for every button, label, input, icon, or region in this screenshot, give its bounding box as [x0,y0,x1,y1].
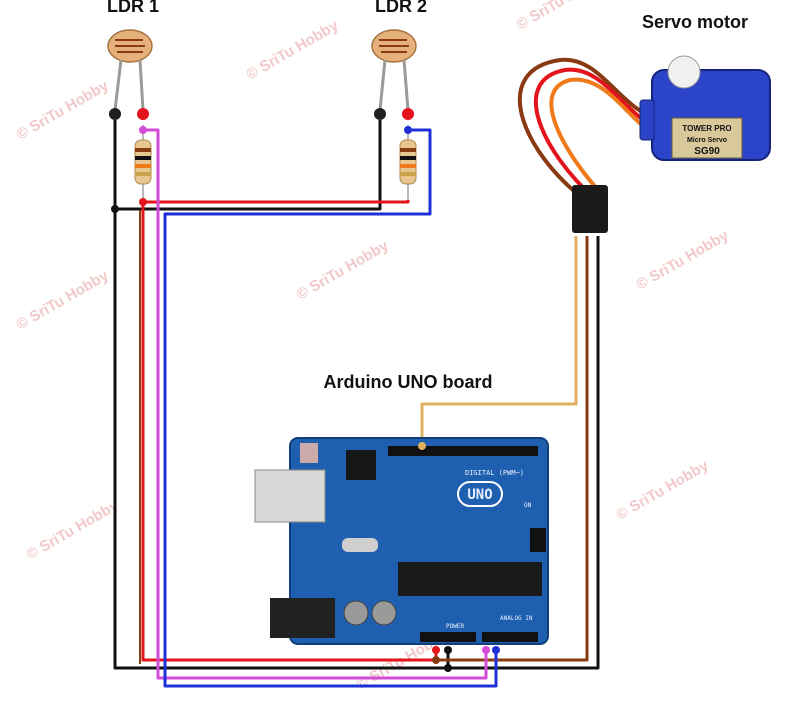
watermark-text: © SriTu Hobby [24,497,123,564]
wire-gnd-ldr2 [115,120,382,211]
ldr-1-label: LDR 1 [107,0,159,16]
analog-header [482,632,538,642]
digital-header [388,446,538,456]
capacitor-1 [343,600,369,626]
wires [113,120,600,688]
ldr-2-vcc-pin [402,108,414,120]
atmega-chip [398,562,542,596]
wire-gnd-servo [448,236,600,670]
on-label: ON [524,502,532,509]
servo-horn [667,55,701,89]
wire-5v [141,200,438,662]
reset-button [300,443,318,463]
watermark-text: © SriTu Hobby [244,17,343,84]
ldr-2-sensor [371,29,417,111]
wire-signal [420,236,578,446]
watermark-text: © SriTu Hobby [14,267,113,334]
uno-logo: UNO [467,487,492,503]
power-header [420,632,476,642]
pin-5v [432,646,440,654]
crystal [342,538,378,552]
ldr-2-resistor [399,125,417,200]
watermark-text: © SriTu Hobby [614,457,713,524]
servo-model-line: Micro Servo [687,137,727,144]
ldr-2 [371,29,417,200]
ldr-2-label: LDR 2 [375,0,427,16]
icsp-header [346,450,376,480]
ldr-2-gnd-pin [374,108,386,120]
pin-d9 [418,442,426,450]
servo-connector [572,185,608,233]
power-label: POWER [446,623,464,630]
wire-a0 [143,128,488,680]
pin-gnd [444,646,452,654]
junctions [111,126,452,672]
watermark-text: © SriTu Hobby [14,77,113,144]
ldr-1-resistor [134,125,152,200]
wire-5v-ldr2 [143,200,410,204]
servo-label: Servo motor [642,12,748,32]
watermark-text: © SriTu Hobby [634,227,733,294]
analog-label: ANALOG IN [500,615,533,622]
servo-motor: TOWER PRO Micro Servo SG90 [518,55,771,233]
digital-label: DIGITAL (PWM~) [465,469,524,477]
icsp2-header [530,528,546,552]
ldr-1 [107,29,153,200]
power-jack [270,598,335,638]
ldr-1-vcc-pin [137,108,149,120]
watermark-text: © SriTu Hobby [294,237,393,304]
watermark-text: © SriTu Hobby [514,0,613,33]
capacitor-2 [371,600,397,626]
wire-a1 [163,128,498,688]
ldr-1-gnd-pin [109,108,121,120]
arduino-board: UNO DIGITAL (PWM~) POWER ANALOG IN ON [254,437,549,654]
servo-brand: TOWER PRO [682,124,731,133]
pin-a1 [492,646,500,654]
servo-model: SG90 [694,146,720,157]
pin-a0 [482,646,490,654]
arduino-label: Arduino UNO board [324,372,493,392]
usb-port [254,469,326,523]
ldr-1-sensor [107,29,153,111]
